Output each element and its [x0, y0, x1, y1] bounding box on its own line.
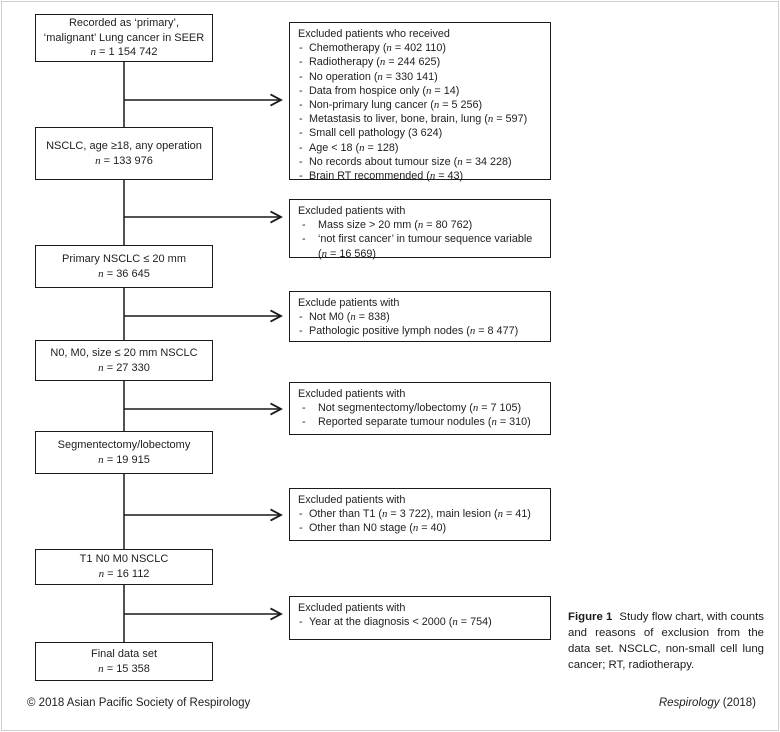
exclusion-item: Radiotherapy (n = 244 625) [298, 55, 542, 69]
journal-year: (2018) [719, 697, 756, 709]
flow-box-count: n = 36 645 [98, 267, 150, 280]
exclusion-item: Reported separate tumour nodules (n = 31… [298, 415, 542, 429]
flow-box-count: n = 19 915 [98, 453, 150, 466]
exclusion-box-1: Excluded patients who received Chemother… [289, 22, 551, 183]
exclusion-item: Age < 18 (n = 128) [298, 141, 542, 155]
exclusion-item: No operation (n = 330 141) [298, 70, 542, 84]
flow-box-t1-n0-m0: T1 N0 M0 NSCLC n = 16 112 [35, 549, 213, 585]
flow-box-nsclc-any-operation: NSCLC, age ≥18, any operation n = 133 97… [35, 127, 213, 180]
exclusion-item: Year at the diagnosis < 2000 (n = 754) [298, 615, 542, 629]
exclusion-item: Chemotherapy (n = 402 110) [298, 41, 542, 55]
flow-box-title: Primary NSCLC ≤ 20 mm [62, 252, 186, 265]
exclusion-item: Small cell pathology (3 624) [298, 126, 542, 140]
flow-box-final-data-set: Final data set n = 15 358 [35, 642, 213, 681]
exclusion-title: Excluded patients with [298, 388, 406, 400]
flow-box-n0-m0-nsclc: N0, M0, size ≤ 20 mm NSCLC n = 27 330 [35, 340, 213, 381]
exclusion-item: ‘not first cancer’ in tumour sequence va… [298, 232, 542, 260]
flow-box-title: NSCLC, age ≥18, any operation [46, 139, 202, 152]
flow-box-title: T1 N0 M0 NSCLC [79, 553, 169, 566]
exclusion-title: Excluded patients with [298, 494, 406, 506]
flow-box-count: n = 15 358 [98, 662, 150, 675]
exclusion-box-5: Excluded patients with Other than T1 (n … [289, 488, 551, 541]
flow-box-seer-recorded: Recorded as ‘primary’, ‘malignant’ Lung … [35, 14, 213, 62]
figure-caption-text: Study flow chart, with counts and reason… [568, 611, 764, 671]
flow-box-count: n = 1 154 742 [90, 46, 158, 59]
exclusion-item: Data from hospice only (n = 14) [298, 84, 542, 98]
journal-name: Respirology [658, 697, 720, 709]
exclusion-title: Excluded patients who received [298, 28, 450, 40]
exclusion-box-4: Excluded patients with Not segmentectomy… [289, 382, 551, 435]
flow-box-title: Segmentectomy/lobectomy [57, 438, 191, 451]
exclusion-item: No records about tumour size (n = 34 228… [298, 155, 542, 169]
flow-box-count: n = 27 330 [98, 361, 150, 374]
exclusion-item: Brain RT recommended (n = 43) [298, 169, 542, 183]
exclusion-box-6: Excluded patients with Year at the diagn… [289, 596, 551, 640]
exclusion-item: Other than T1 (n = 3 722), main lesion (… [298, 507, 542, 521]
flow-box-count: n = 133 976 [95, 154, 153, 167]
exclusion-item: Metastasis to liver, bone, brain, lung (… [298, 112, 542, 126]
flow-box-segmentectomy-lobectomy: Segmentectomy/lobectomy n = 19 915 [35, 431, 213, 474]
exclusion-item: Other than N0 stage (n = 40) [298, 521, 542, 535]
exclusion-item: Non-primary lung cancer (n = 5 256) [298, 98, 542, 112]
exclusion-item: Mass size > 20 mm (n = 80 762) [298, 218, 542, 232]
exclusion-item: Not M0 (n = 838) [298, 310, 542, 324]
flow-box-title: Final data set [90, 647, 158, 660]
exclusion-box-3: Exclude patients with Not M0 (n = 838) P… [289, 291, 551, 342]
figure-caption-label: Figure 1 [568, 611, 613, 623]
journal-reference: Respirology (2018) [659, 697, 756, 709]
flow-box-primary-nsclc-20mm: Primary NSCLC ≤ 20 mm n = 36 645 [35, 245, 213, 288]
exclusion-box-2: Excluded patients with Mass size > 20 mm… [289, 199, 551, 260]
flow-box-title: Recorded as ‘primary’, ‘malignant’ Lung … [43, 17, 205, 44]
exclusion-item: Pathologic positive lymph nodes (n = 8 4… [298, 324, 542, 338]
flow-box-count: n = 16 112 [98, 568, 150, 580]
copyright-text: © 2018 Asian Pacific Society of Respirol… [27, 697, 251, 709]
exclusion-title: Exclude patients with [298, 297, 400, 309]
exclusion-item: Not segmentectomy/lobectomy (n = 7 105) [298, 401, 542, 415]
exclusion-title: Excluded patients with [298, 205, 406, 217]
exclusion-title: Excluded patients with [298, 602, 406, 614]
flow-box-title: N0, M0, size ≤ 20 mm NSCLC [50, 346, 198, 359]
